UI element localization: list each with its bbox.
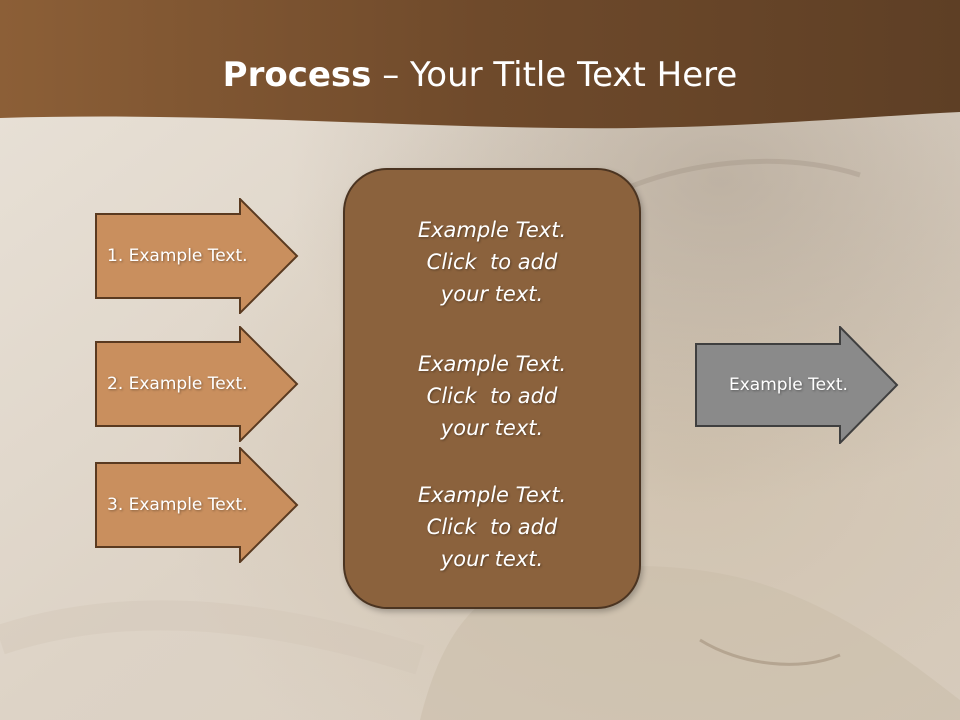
arrow-shape (95, 326, 299, 442)
input-arrow-label: 3. Example Text. (107, 495, 248, 515)
process-text-line: Example Text. (417, 218, 567, 242)
input-arrow-label: 1. Example Text. (107, 246, 248, 266)
process-text-line: your text. (440, 547, 544, 571)
arrow-shape (695, 326, 899, 444)
output-arrow-label: Example Text. (729, 375, 848, 395)
input-arrow-1[interactable]: 1. Example Text. (95, 198, 300, 314)
process-text-line: Click to add (426, 515, 558, 539)
title-bold: Process (222, 55, 372, 95)
process-text-line: Click to add (426, 384, 558, 408)
process-text-line: your text. (440, 416, 544, 440)
arrow-shape (95, 447, 299, 563)
slide-title[interactable]: Process – Your Title Text Here (0, 50, 960, 100)
input-arrow-2[interactable]: 2. Example Text. (95, 326, 300, 442)
process-text-line: your text. (440, 282, 544, 306)
output-arrow[interactable]: Example Text. (695, 326, 900, 444)
title-text: Your Title Text Here (410, 55, 738, 95)
input-arrow-label: 2. Example Text. (107, 374, 248, 394)
title-dash: – (371, 55, 411, 95)
arrow-shape (95, 198, 299, 314)
input-arrow-3[interactable]: 3. Example Text. (95, 447, 300, 563)
process-text-block-3: Example Text. Click to add your text. (345, 479, 639, 575)
process-text-block-2: Example Text. Click to add your text. (345, 348, 639, 444)
process-text-line: Example Text. (417, 483, 567, 507)
process-text-block-1: Example Text. Click to add your text. (345, 214, 639, 310)
process-text-line: Example Text. (417, 352, 567, 376)
process-box[interactable]: Example Text. Click to add your text. Ex… (343, 168, 641, 609)
process-text-line: Click to add (426, 250, 558, 274)
